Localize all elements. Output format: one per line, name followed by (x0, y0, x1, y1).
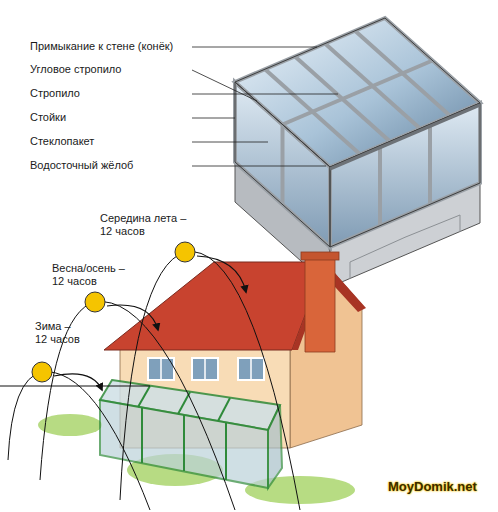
part-label: Примыкание к стене (конёк) (30, 40, 173, 53)
leader-lines (192, 47, 338, 166)
part-label: Стропило (30, 87, 80, 100)
house-conservatory (100, 380, 282, 488)
part-label: Стойки (30, 111, 66, 124)
sun-path (0, 251, 300, 510)
sun-label: Середина лета – 12 часов (100, 212, 192, 237)
sun-label: Весна/осень – 12 часов (52, 262, 130, 287)
sun (32, 242, 195, 382)
sun-label: Зима – 12 часов (35, 320, 82, 345)
part-label: Угловое стропило (30, 63, 121, 76)
watermark: MoyDomik.net (388, 480, 477, 495)
part-label: Водосточный жёлоб (30, 159, 133, 172)
part-label: Стеклопакет (30, 135, 94, 148)
conservatory-frame (235, 18, 480, 287)
